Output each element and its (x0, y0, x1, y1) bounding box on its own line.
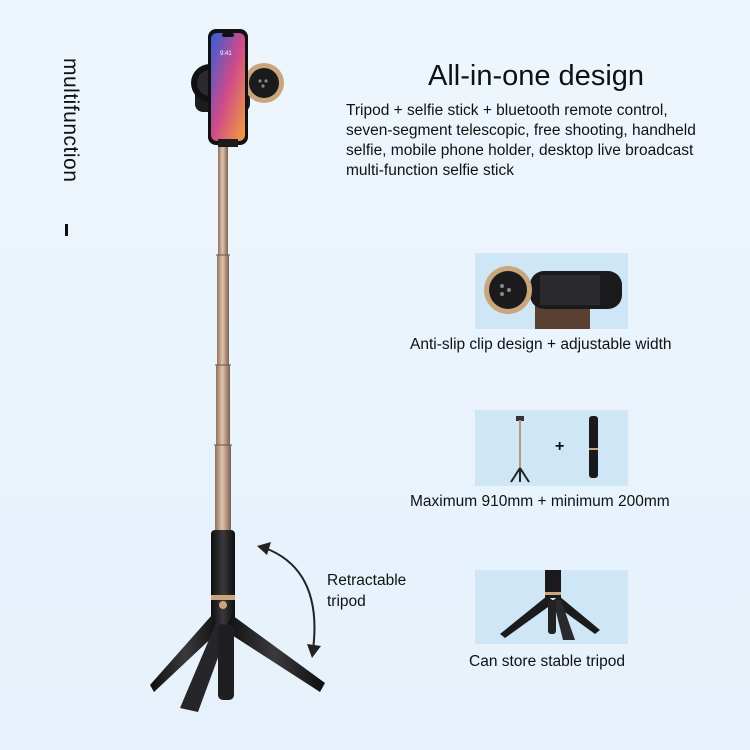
selfie-stick-illustration: 9:41 (150, 29, 325, 712)
phone-clock: 9:41 (220, 51, 232, 57)
side-note-line: tripod (327, 593, 366, 610)
feature-caption: Can store stable tripod (469, 653, 625, 670)
description-line: seven-segment telescopic, free shooting,… (346, 122, 696, 139)
clip-closeup-image (475, 253, 628, 329)
feature-caption: Anti-slip clip design + adjustable width (410, 336, 672, 353)
feature-caption: Maximum 910mm + minimum 200mm (410, 493, 670, 510)
length-comparison-image: + (475, 410, 628, 486)
retractable-tripod-note: Retractable tripod (327, 570, 406, 612)
description-line: multi-function selfie stick (346, 162, 514, 179)
plus-sign: + (555, 438, 564, 455)
side-note-line: Retractable (327, 572, 407, 589)
rotation-arrow-icon (257, 542, 321, 658)
description-line: selfie, mobile phone holder, desktop liv… (346, 142, 694, 159)
headline: All-in-one design (428, 60, 645, 92)
title-accent-bar (65, 224, 68, 236)
vertical-title: multifunction (59, 58, 82, 183)
description: Tripod + selfie stick + bluetooth remote… (346, 101, 746, 181)
description-line: Tripod + selfie stick + bluetooth remote… (346, 102, 668, 119)
tripod-image (475, 570, 628, 644)
